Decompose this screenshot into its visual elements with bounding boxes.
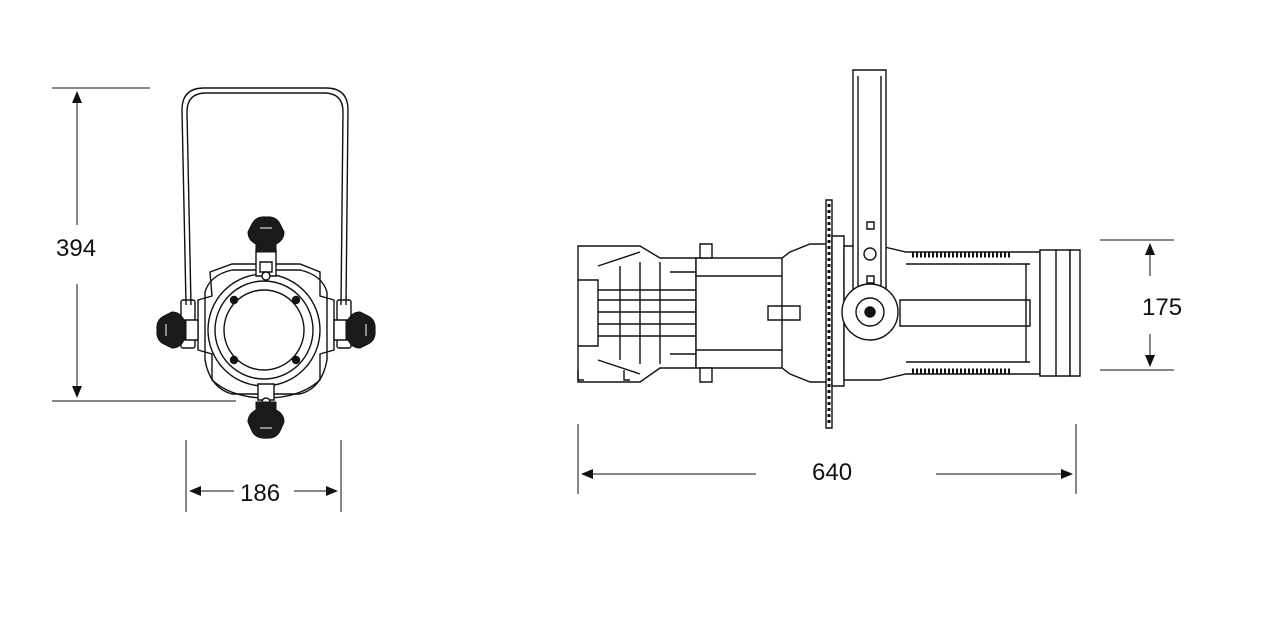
side-view [578, 70, 1080, 428]
lens-end [1040, 250, 1070, 376]
knob-right-icon [346, 312, 375, 348]
knob-bottom-icon [248, 402, 284, 438]
height-dimension [52, 88, 236, 401]
height-value: 394 [56, 235, 97, 262]
lens-height-value: 175 [1142, 294, 1183, 321]
length-dimension [578, 424, 1076, 494]
cooling-fins [912, 255, 1012, 371]
front-view [180, 88, 352, 406]
mid-barrel [696, 244, 830, 382]
width-value: 186 [240, 480, 281, 507]
knob-top-icon [248, 217, 284, 252]
width-dimension [186, 440, 341, 512]
front-knobs [157, 217, 375, 438]
lens-height-dimension [1100, 240, 1174, 370]
rear-housing [578, 246, 696, 382]
knob-left-icon [157, 312, 186, 348]
lens-ring-outer [208, 274, 320, 386]
length-value: 640 [812, 459, 853, 486]
yoke [182, 88, 348, 305]
